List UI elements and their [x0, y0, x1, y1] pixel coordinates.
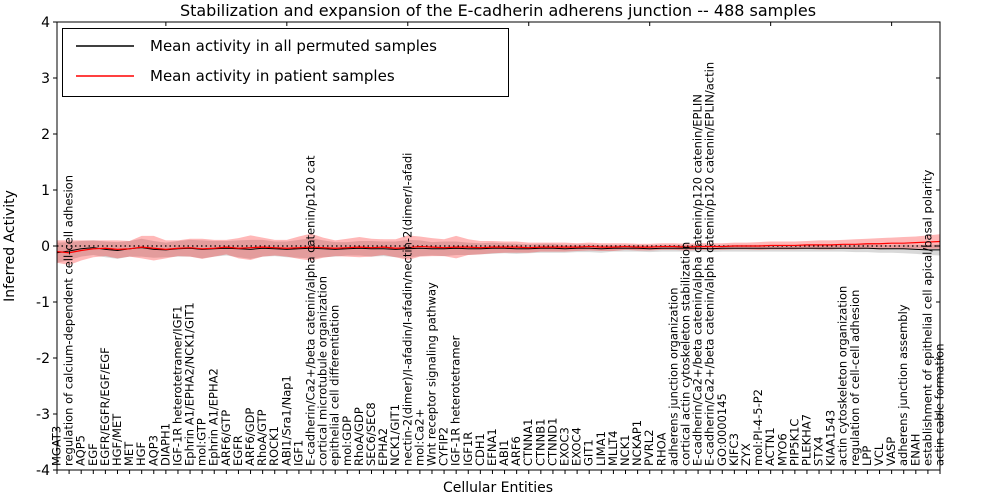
x-tick-label: epithelial cell differentiation: [328, 305, 342, 466]
x-tick-label: STX4: [812, 436, 826, 466]
x-tick-label: cortical microtubule organization: [316, 276, 330, 466]
x-tick-label: GIT1: [582, 439, 596, 466]
x-tick-label: RHOA: [654, 433, 668, 466]
x-tick-label: CTNND1: [545, 418, 559, 466]
x-tick-label: CYFIP2: [437, 427, 451, 466]
y-tick-label: 2: [41, 127, 50, 143]
y-tick-label: 3: [41, 71, 50, 87]
chart-title: Stabilization and expansion of the E-cad…: [180, 1, 816, 20]
x-tick-label: CTNNB1: [533, 419, 547, 466]
x-tick-label: SEC6/SEC8: [364, 402, 378, 466]
x-tick-label: PIP5K1C: [787, 419, 801, 466]
x-tick-label: E-cadherin/Ca2+/beta catenin/alpha caten…: [304, 155, 318, 466]
x-tick-label: EGF: [86, 443, 100, 466]
y-tick-label: -3: [36, 407, 50, 423]
x-tick-label: MLLT4: [606, 431, 620, 467]
x-tick-label: VASP: [884, 437, 898, 466]
x-tick-label: LPP: [860, 446, 874, 466]
plot-border: [56, 21, 941, 471]
x-tick-label: IGF1R: [461, 432, 475, 466]
x-tick-label: AQP3: [146, 435, 160, 466]
legend-entry-permuted: Mean activity in all permuted samples: [150, 37, 437, 55]
x-axis-label: Cellular Entities: [443, 480, 553, 496]
patient-mean-line: [56, 240, 941, 254]
x-tick-label: EPHA2: [376, 428, 390, 466]
x-tick-label: HGF: [134, 442, 148, 466]
x-tick-label: ABI1: [497, 440, 511, 466]
x-tick-label: E-cadherin/Ca2+/beta catenin/alpha caten…: [691, 94, 705, 466]
y-tick-label: 4: [41, 15, 50, 31]
y-tick-label: 0: [41, 239, 50, 255]
permuted-band: [57, 238, 940, 263]
x-tick-label: AQP5: [74, 435, 88, 466]
x-tick-label: EXOC3: [558, 427, 572, 466]
x-tick-label: IGF-1R heterotetramer: [449, 335, 463, 466]
x-tick-label: RhoA/GDP: [352, 407, 366, 466]
x-tick-label: RhoA/GTP: [255, 409, 269, 466]
y-axis-label: Inferred Activity: [2, 190, 18, 302]
x-tick-label: actin cytoskeleton organization: [836, 286, 850, 466]
x-tick-label: adherens junction assembly: [896, 304, 910, 466]
x-tick-label: DIAPH1: [158, 423, 172, 466]
x-tick-label: Ephrin A1/EPHA2/NCK1/GIT1: [183, 302, 197, 466]
x-tick-label: PLEKHA7: [799, 414, 813, 466]
x-tick-label: EFNA1: [485, 428, 499, 466]
x-tick-label: mol:PI-4-5-P2: [751, 389, 765, 466]
x-tick-label: CDH1: [473, 433, 487, 466]
x-tick-label: regulation of calcium-dependent cell-cel…: [62, 175, 76, 466]
x-tick-label: CTNNA1: [521, 419, 535, 466]
legend-entry-patient: Mean activity in patient samples: [150, 67, 395, 85]
x-tick-label: ACTN1: [763, 427, 777, 466]
x-tick-label: mol:GDP: [340, 416, 354, 466]
x-tick-label: mol:GTP: [195, 418, 209, 466]
x-tick-label: establishment of epithelial cell apical/…: [920, 170, 934, 466]
x-tick-label: MYO6: [775, 433, 789, 466]
x-tick-label: E-cadherin/Ca2+/beta catenin/alpha caten…: [703, 62, 717, 466]
x-tick-label: regulation of cell-cell adhesion: [848, 290, 862, 466]
x-tick-label: PVRL2: [642, 429, 656, 466]
x-tick-label: NCK1: [618, 435, 632, 467]
x-tick-label: VCL: [872, 443, 886, 466]
patient-band: [57, 233, 940, 266]
x-tick-label: NCK1/GIT1: [388, 404, 402, 466]
x-tick-label: ZYX: [739, 443, 753, 466]
x-tick-label: ABI1/Sra1/Nap1: [279, 375, 293, 466]
x-tick-label: ENAH: [908, 434, 922, 466]
x-tick-label: EXOC4: [570, 427, 584, 466]
x-tick-label: KIFC3: [727, 433, 741, 466]
x-tick-label: mol:Ca2+: [412, 409, 426, 466]
y-tick-label: 1: [41, 183, 50, 199]
legend: Mean activity in all permuted samples Me…: [62, 28, 509, 97]
x-tick-label: adherens junction organization: [666, 288, 680, 466]
x-tick-label: MET: [122, 441, 136, 466]
x-tick-label: EGFR: [231, 435, 245, 466]
x-tick-label: NCKAP1: [630, 420, 644, 466]
x-tick-label: Wnt receptor signaling pathway: [424, 282, 438, 466]
x-tick-label: IGF1: [291, 440, 305, 466]
y-tick-label: -4: [36, 463, 50, 479]
x-tick-label: nectin-2(dimer)/I-afadin/I-afadin/nectin…: [400, 153, 414, 466]
x-tick-label: LIMA1: [594, 431, 608, 466]
x-tick-label: Ephrin A1/EPHA2: [207, 368, 221, 466]
x-tick-label: IGF-1R heterotetramer/IGF1: [170, 306, 184, 466]
x-tick-label: EGFR/EGFR/EGF/EGF: [98, 347, 112, 466]
y-tick-label: -1: [36, 295, 50, 311]
legend-box: [62, 28, 509, 97]
x-tick-label: ARF6: [509, 436, 523, 466]
x-tick-label: ARF6/GDP: [243, 408, 257, 466]
x-tick-label: ROCK1: [267, 426, 281, 466]
x-tick-label: cortical actin cytoskeleton stabilizatio…: [678, 242, 692, 466]
x-tick-label: HGF/MET: [110, 413, 124, 466]
y-tick-label: -2: [36, 351, 50, 367]
x-tick-label: ARF6/GTP: [219, 410, 233, 466]
x-tick-label: KIAA1543: [824, 410, 838, 466]
x-tick-label: GO:0000145: [715, 393, 729, 466]
